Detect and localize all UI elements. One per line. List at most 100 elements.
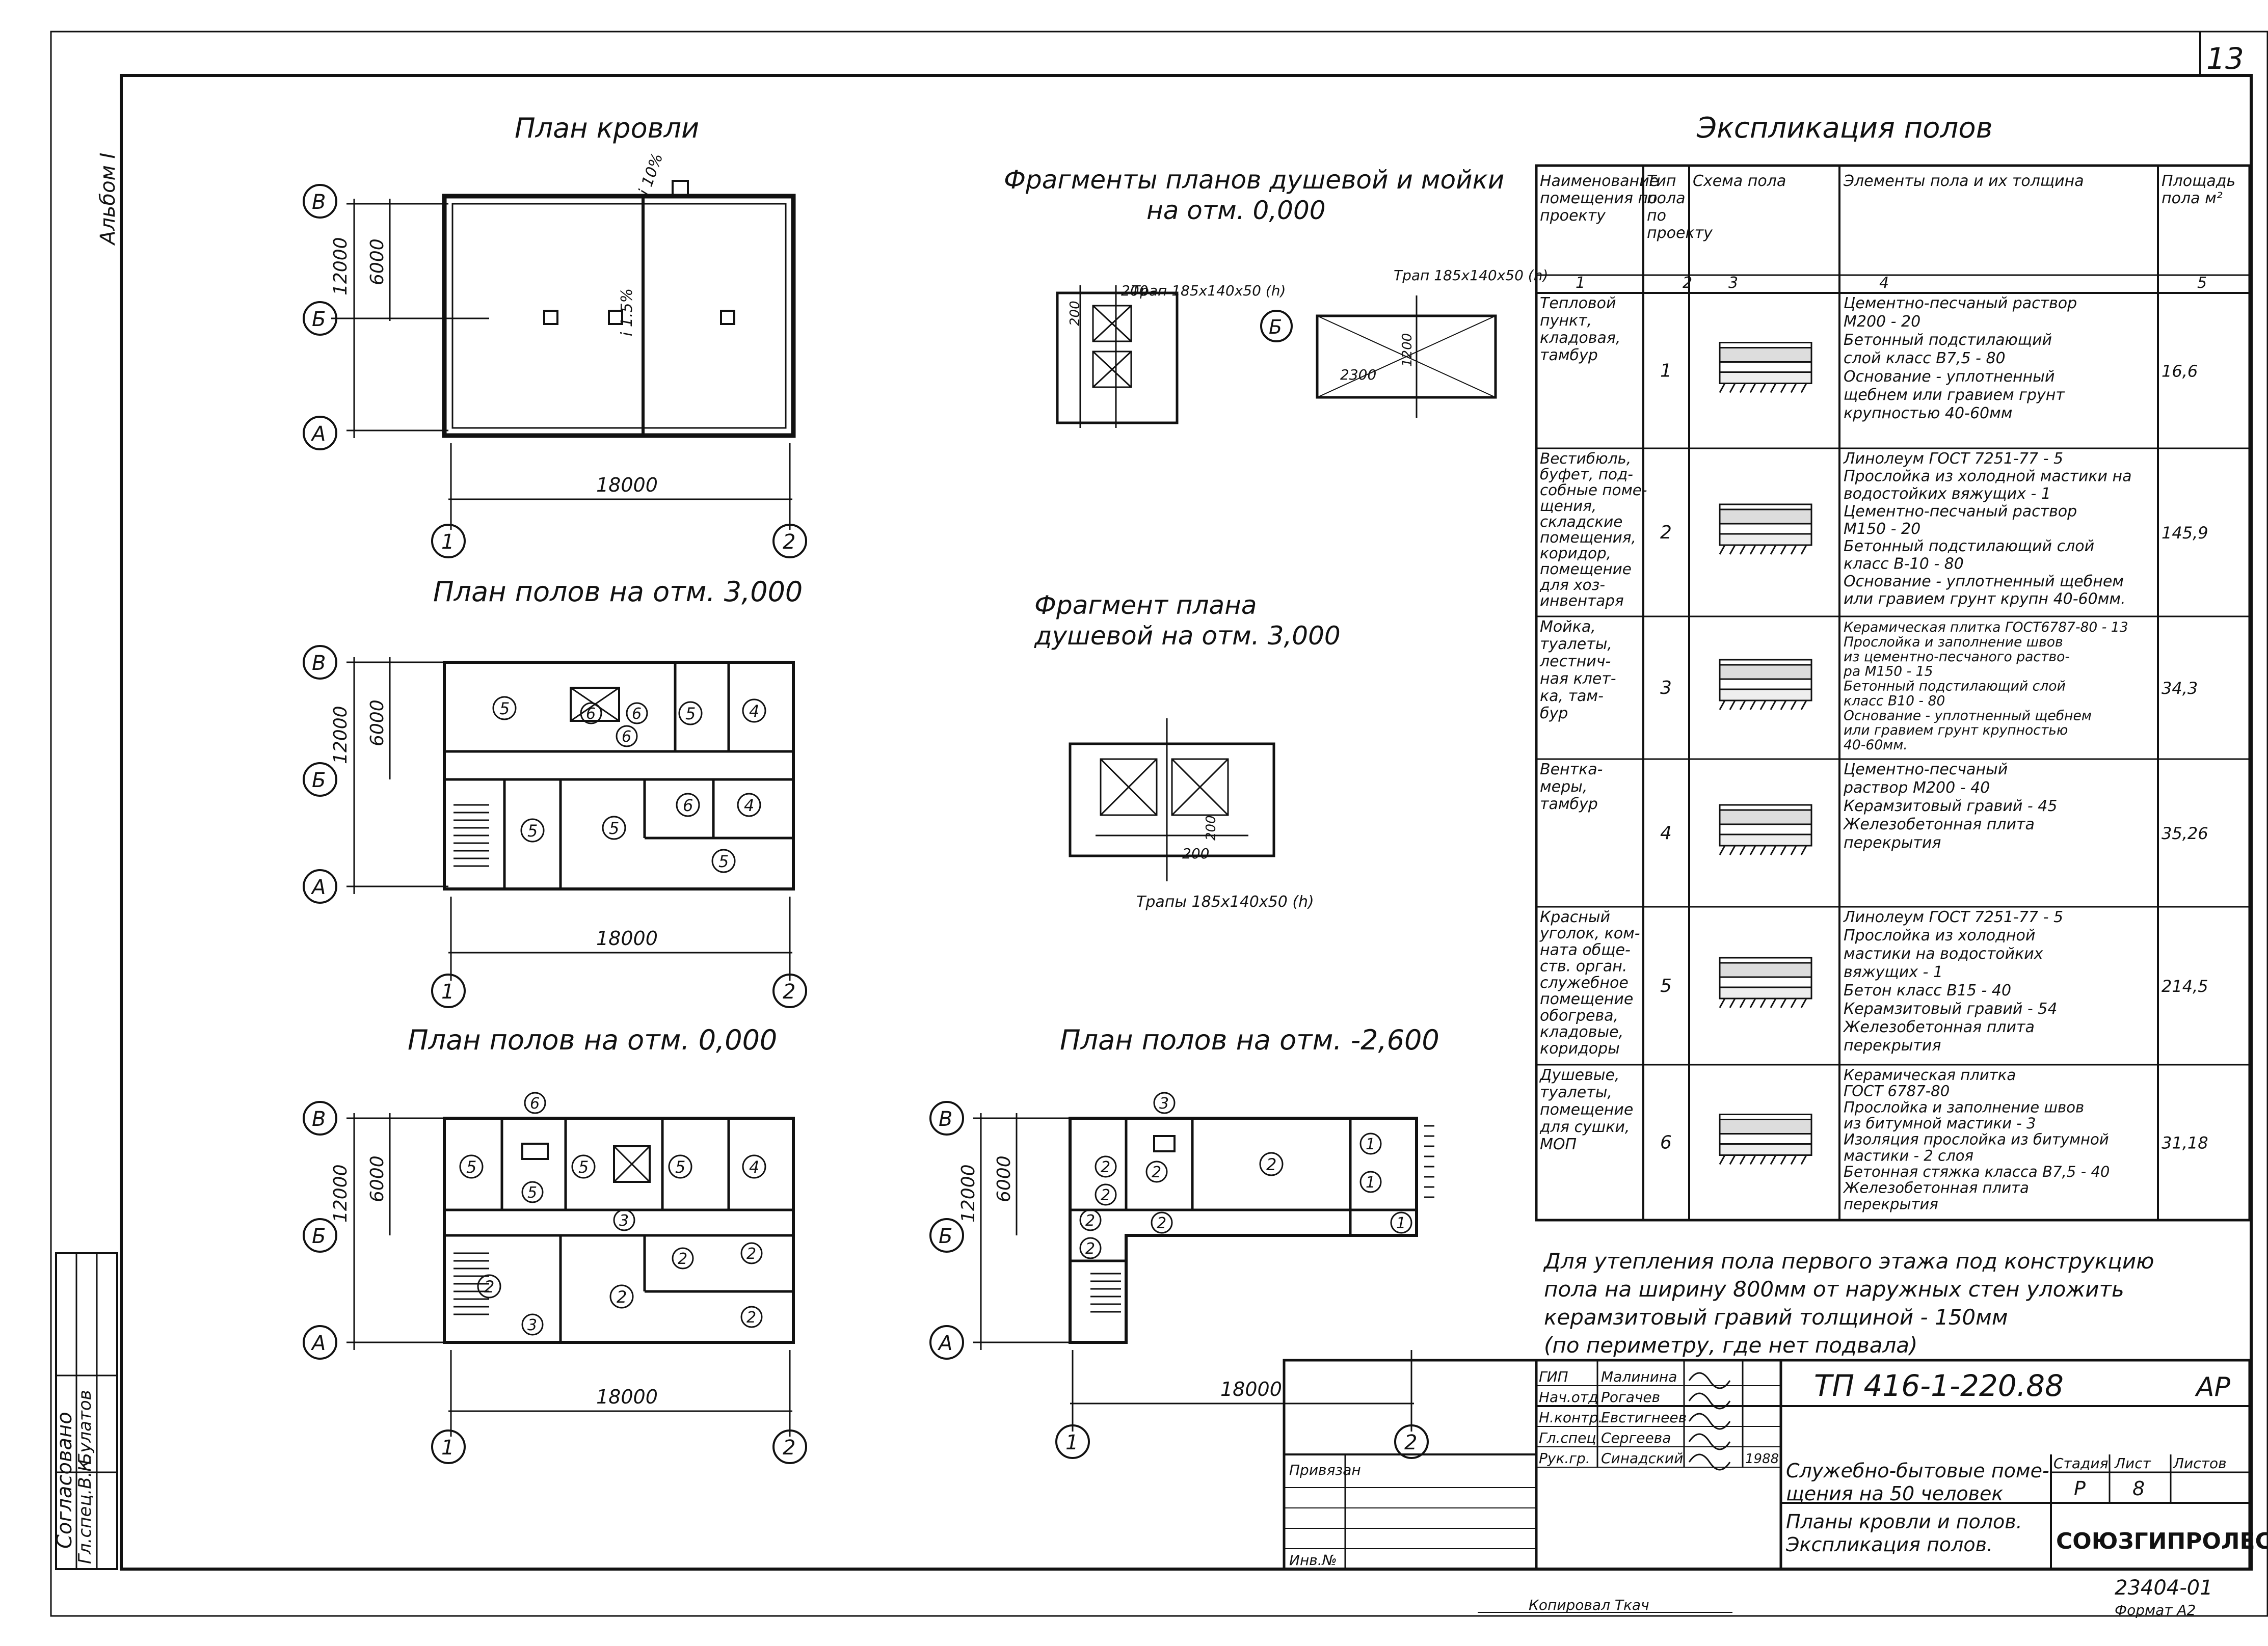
floor0-type-markers: 5 6 5 5 5 4 3 3 2 2 2 2 2 <box>459 1092 766 1336</box>
svg-text:3: 3 <box>619 1212 629 1230</box>
row-2-element: Цементно-песчаный раствор <box>1844 502 2077 520</box>
note-line-2: пола на ширину 800мм от наружных стен ул… <box>1544 1277 2124 1302</box>
floor-plan-3000: План полов на отм. 3,000 5 6 6 6 5 4 5 5 <box>303 576 807 1008</box>
row-1-type: 1 <box>1660 361 1672 382</box>
svg-text:В: В <box>939 1108 952 1131</box>
project-title-2: щения на 50 человек <box>1786 1482 2003 1505</box>
chief-label: Гл.спец.В.К. <box>75 1454 95 1564</box>
ground-hatch <box>1729 845 1736 855</box>
row-5-element: Прослойка из холодной <box>1844 927 2035 945</box>
ground-hatch <box>1780 383 1787 393</box>
ground-hatch <box>1719 998 1726 1008</box>
stamp-year: 1988 <box>1745 1451 1779 1467</box>
row-4-element: раствор М200 - 40 <box>1843 779 1990 797</box>
row-1-name: пункт, <box>1540 312 1592 330</box>
svg-text:5: 5 <box>675 1157 685 1177</box>
svg-text:2: 2 <box>1085 1240 1095 1258</box>
floor-section-layer <box>1719 371 1812 384</box>
ground-hatch <box>1729 700 1736 710</box>
floor-section-layer <box>1719 664 1812 680</box>
insulation-note: Для утепления пола первого этажа под кон… <box>1543 1249 2154 1358</box>
svg-text:В: В <box>312 1108 326 1131</box>
roof-plan-title: План кровли <box>515 112 699 144</box>
ground-hatch <box>1739 383 1746 393</box>
row-5-element: Бетон класс В15 - 40 <box>1844 982 2011 1000</box>
inv-label: Инв.№ <box>1289 1552 1337 1569</box>
floor-section-layer <box>1719 688 1812 701</box>
row-3-name: ка, там- <box>1540 687 1604 705</box>
row-5-element: Линолеум ГОСТ 7251-77 - 5 <box>1843 908 2063 926</box>
ground-hatch <box>1719 545 1726 555</box>
svg-text:1: 1 <box>1366 1136 1375 1153</box>
svg-text:2: 2 <box>783 980 795 1004</box>
floor0-dim-6000: 6000 <box>367 1155 388 1202</box>
row-6-element: Железобетонная плита <box>1843 1179 2029 1197</box>
ground-hatch <box>1719 845 1726 855</box>
roof-plan: План кровли i 10% i 1.5% 12000 6000 1800… <box>303 112 807 558</box>
svg-text:2: 2 <box>746 1245 756 1263</box>
floorm26-dim-6000: 6000 <box>994 1155 1015 1202</box>
name-gl-spec: Сергеева <box>1601 1429 1671 1446</box>
row-6-element: Прослойка и заполнение швов <box>1844 1098 2084 1116</box>
svg-text:4: 4 <box>749 701 759 721</box>
svg-text:5: 5 <box>718 852 729 871</box>
fragment-shower-3000: Фрагмент плана душевой на отм. 3,000 200… <box>1034 590 1341 911</box>
ground-hatch <box>1790 383 1797 393</box>
row-3-element: Прослойка и заполнение швов <box>1844 634 2063 650</box>
row-6-element: перекрытия <box>1844 1195 1938 1212</box>
signature-5 <box>1688 1453 1731 1471</box>
svg-text:А: А <box>310 1332 326 1355</box>
role-gl-spec: Гл.спец <box>1539 1429 1596 1446</box>
table-header-1: помещения по <box>1540 190 1657 207</box>
floor-section-layer <box>1719 533 1812 546</box>
row-4-name: тамбур <box>1540 795 1598 813</box>
svg-text:2: 2 <box>783 1436 795 1460</box>
row-5-name: Красный <box>1540 908 1610 926</box>
svg-text:6: 6 <box>622 728 631 746</box>
ground-hatch <box>1729 545 1736 555</box>
row-2-element: Линолеум ГОСТ 7251-77 - 5 <box>1843 450 2063 468</box>
agreed-label: Согласовано <box>53 1412 76 1549</box>
row-5-area: 214,5 <box>2162 977 2208 996</box>
row-2-element: Прослойка из холодной мастики на <box>1844 467 2132 485</box>
ground-hatch <box>1719 383 1726 393</box>
roof-dim-18000: 18000 <box>596 474 658 496</box>
floor0-dim-18000: 18000 <box>596 1386 658 1408</box>
row-3-name: ная клет- <box>1540 670 1616 688</box>
row-2-element: М150 - 20 <box>1844 520 1920 538</box>
row-3-name: туалеты, <box>1540 635 1612 653</box>
row-6-name: МОП <box>1540 1136 1577 1153</box>
ground-hatch <box>1800 545 1807 555</box>
row-5-element: перекрытия <box>1844 1037 1941 1055</box>
floor-section-layer <box>1719 361 1812 373</box>
floor3-dim-18000: 18000 <box>596 927 658 950</box>
signature-1 <box>1688 1372 1731 1389</box>
row-2-name: инвентаря <box>1540 592 1624 609</box>
svg-text:6: 6 <box>632 705 642 723</box>
svg-text:А: А <box>937 1332 952 1355</box>
svg-text:5: 5 <box>685 704 696 723</box>
svg-text:6: 6 <box>586 705 596 723</box>
ground-hatch <box>1739 545 1746 555</box>
ground-hatch <box>1800 845 1807 855</box>
frag1-dim-2300: 2300 <box>1340 366 1376 383</box>
row-5-element: мастики на водостойких <box>1844 945 2043 963</box>
ground-hatch <box>1770 383 1777 393</box>
svg-text:5: 5 <box>527 1184 537 1202</box>
floor3-title: План полов на отм. 3,000 <box>433 576 803 608</box>
svg-text:1: 1 <box>1396 1215 1406 1232</box>
table-header-1: Наименование <box>1540 172 1659 190</box>
frag2-dim-200-a: 200 <box>1204 815 1219 841</box>
row-5-element: Железобетонная плита <box>1843 1018 2035 1036</box>
name-gip: Малинина <box>1601 1368 1677 1385</box>
table-colnum-1: 1 <box>1576 274 1585 292</box>
ground-hatch <box>1749 545 1756 555</box>
floor-section-layer <box>1719 1119 1812 1135</box>
frag1-axis-b: Б <box>1269 316 1282 338</box>
row-2-name: щения, <box>1540 497 1596 515</box>
svg-text:1: 1 <box>441 1436 454 1460</box>
ground-hatch <box>1729 998 1736 1008</box>
table-header-2: Тип <box>1647 172 1676 190</box>
ground-hatch <box>1790 700 1797 710</box>
role-ruk-gr: Рук.гр. <box>1539 1450 1590 1467</box>
